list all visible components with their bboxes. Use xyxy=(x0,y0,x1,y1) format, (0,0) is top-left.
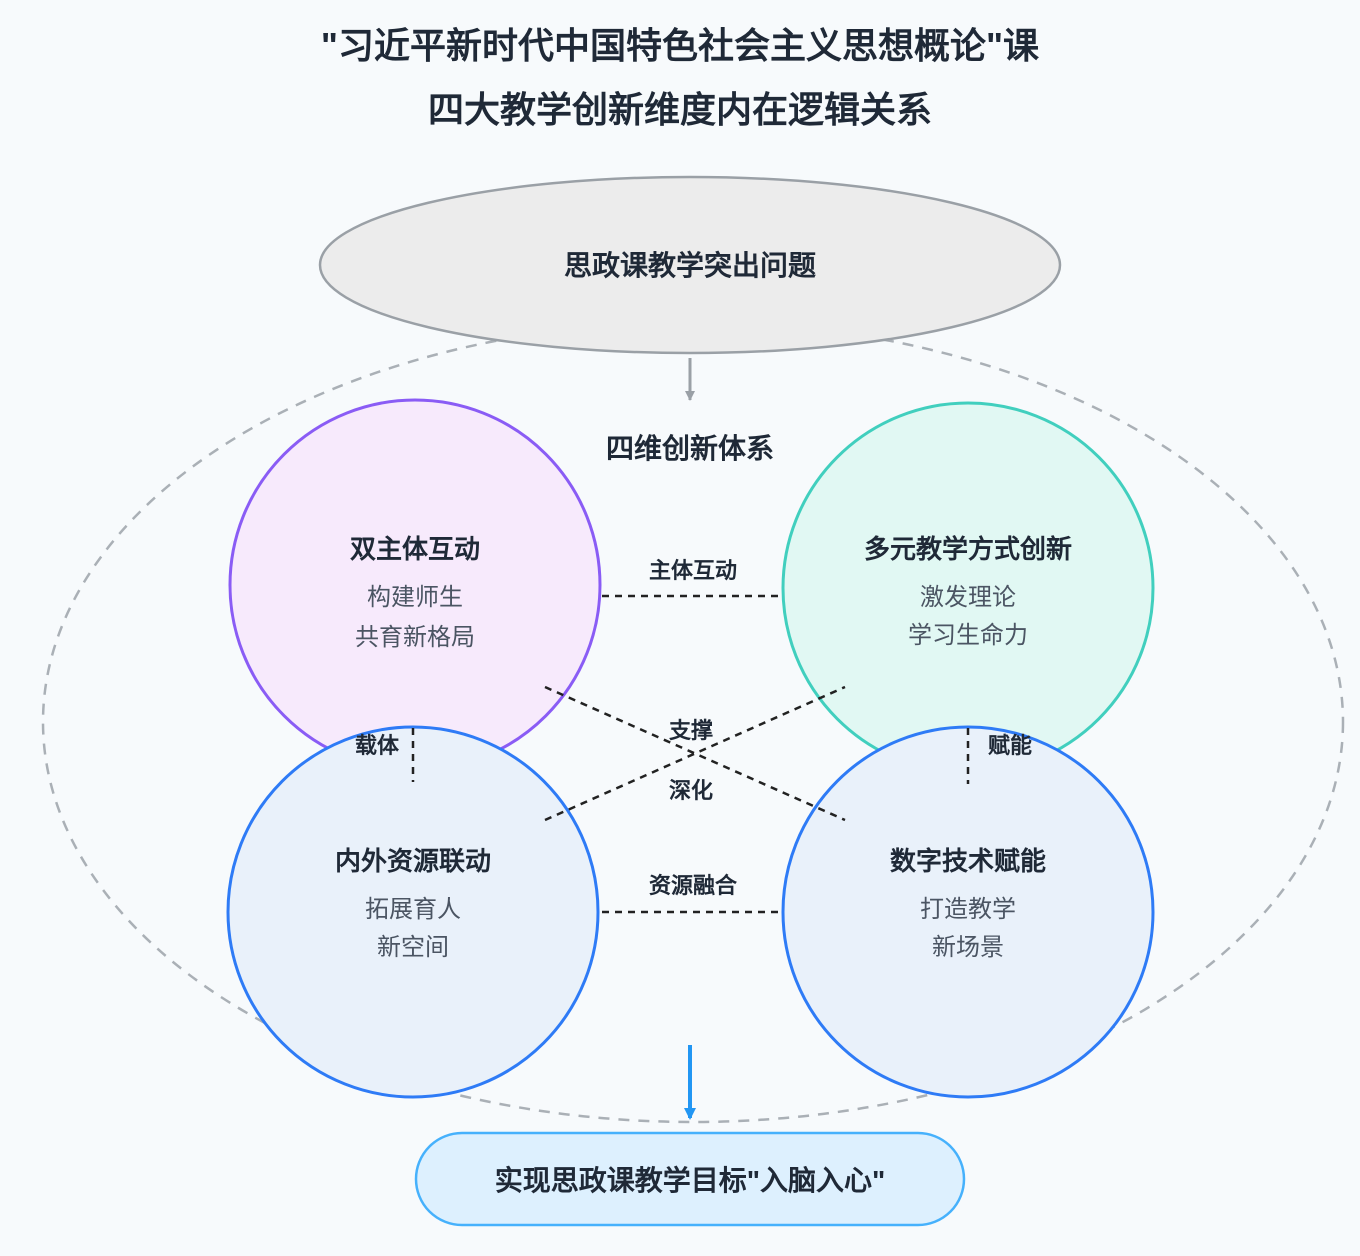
circle-dual-subject-title: 双主体互动 xyxy=(350,534,480,564)
circle-digital-empowerment-title: 数字技术赋能 xyxy=(890,846,1046,876)
page-title-line1: "习近平新时代中国特色社会主义思想概论"课 xyxy=(321,25,1039,66)
circle-resource-linkage-line2: 新空间 xyxy=(377,934,449,961)
connector-carrier-label: 载体 xyxy=(355,733,400,758)
problem-label: 思政课教学突出问题 xyxy=(564,249,816,281)
circle-diverse-teaching-title: 多元教学方式创新 xyxy=(864,534,1072,564)
circle-digital-empowerment-line2: 新场景 xyxy=(932,934,1004,961)
connector-deepen-label: 深化 xyxy=(669,778,713,803)
connector-empower-label: 赋能 xyxy=(988,733,1032,758)
circle-dual-subject-line1: 构建师生 xyxy=(367,584,463,611)
circle-resource-linkage xyxy=(226,725,600,1099)
connector-diagonal-support xyxy=(544,685,846,822)
goal-box xyxy=(414,1131,966,1227)
problem-ellipse xyxy=(318,175,1062,355)
circle-digital-empowerment-line1: 打造教学 xyxy=(920,896,1016,923)
circle-diverse-teaching-line2: 学习生命力 xyxy=(908,622,1028,649)
circle-diverse-teaching-line1: 激发理论 xyxy=(920,584,1016,611)
page-title-line2: 四大教学创新维度内在逻辑关系 xyxy=(428,89,932,130)
connector-resource-fusion-label: 资源融合 xyxy=(649,873,738,898)
connector-diagonal-deepen xyxy=(544,685,846,822)
circle-dual-subject-line2: 共育新格局 xyxy=(355,624,475,651)
connector-subject-interaction-label: 主体互动 xyxy=(649,558,737,583)
circle-digital-empowerment xyxy=(781,725,1155,1099)
goal-label: 实现思政课教学目标"入脑入心" xyxy=(495,1164,886,1196)
system-label: 四维创新体系 xyxy=(606,433,774,464)
connector-support-label: 支撑 xyxy=(669,718,713,743)
circle-resource-linkage-line1: 拓展育人 xyxy=(365,896,461,923)
circle-resource-linkage-title: 内外资源联动 xyxy=(335,846,491,876)
